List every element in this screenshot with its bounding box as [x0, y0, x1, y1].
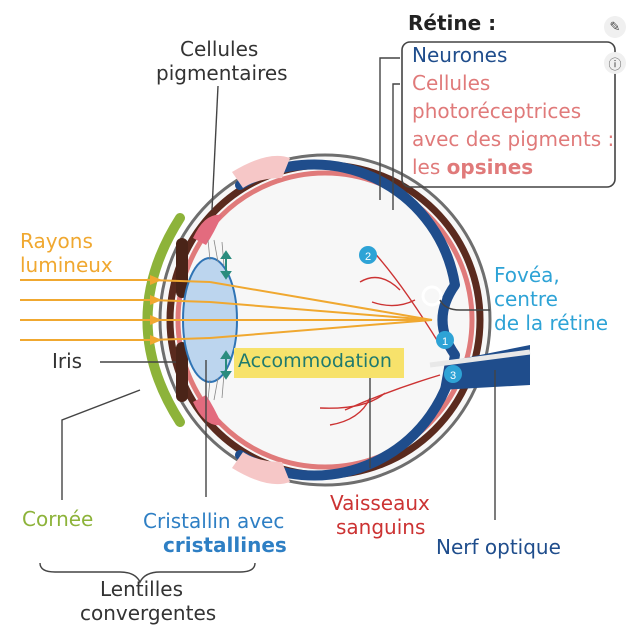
marker-2 — [359, 246, 377, 264]
marker-1-label: 1 — [442, 336, 448, 348]
accommodation-label: Accommodation — [238, 350, 392, 372]
cellules-pigmentaires-line2: pigmentaires — [156, 61, 288, 85]
optic-nerve-sheath — [429, 349, 531, 368]
vaisseaux-label-line2: sanguins — [336, 515, 426, 539]
opsines-label: opsines — [446, 155, 534, 179]
marker-3-label: 3 — [450, 370, 456, 382]
retina-legend-box — [401, 41, 616, 188]
photoreceptor-label-prefix: les — [412, 155, 447, 179]
ciliary-muscle-bottom — [193, 395, 222, 426]
cornee-label: Cornée — [22, 507, 94, 531]
fovea-label-line1: Fovéa, — [494, 263, 560, 287]
lentilles-label-line2: convergentes — [80, 601, 217, 625]
fovea-pit — [437, 282, 460, 358]
rayons-label-line2: lumineux — [20, 253, 113, 277]
accommodation-arrows — [220, 250, 232, 380]
marker-3 — [444, 365, 462, 383]
fovea-marker — [421, 285, 443, 307]
rayons-label-line1: Rayons — [20, 229, 93, 253]
ciliary-body-bottom — [232, 452, 290, 485]
iris-bottom — [176, 342, 188, 402]
cristallin-label-line1: Cristallin avec — [143, 509, 285, 533]
iris-label: Iris — [52, 349, 83, 373]
photoreceptor-label-line2: photoréceptrices — [412, 99, 582, 123]
cellules-pigmentaires-line1: Cellules — [180, 37, 259, 61]
vaisseaux-label-line1: Vaisseaux — [330, 491, 430, 515]
fovea-label-line3: de la rétine — [494, 311, 608, 335]
photoreceptor-label-line1: Cellules — [412, 71, 491, 95]
cristallin-label-line2: cristallines — [163, 533, 287, 557]
neurones-label: Neurones — [412, 43, 508, 67]
light-ray-arrowheads — [150, 275, 162, 345]
fovea-label-line2: centre — [494, 287, 558, 311]
zonule-fibers — [207, 239, 225, 401]
photoreceptor-label-line3: avec des pigments : — [412, 127, 615, 151]
marker-2-label: 2 — [365, 251, 371, 263]
photoreceptor-label-line4: les opsines — [412, 155, 534, 180]
pencil-icon[interactable]: ✎ — [604, 16, 626, 38]
marker-1 — [436, 331, 454, 349]
accommodation-highlight — [234, 348, 404, 378]
retine-title: Rétine : — [408, 11, 497, 35]
ciliary-muscle-top — [193, 214, 222, 245]
iris-top — [176, 238, 188, 298]
lentilles-label-line1: Lentilles — [100, 577, 184, 601]
info-icon[interactable]: ⓘ — [604, 52, 626, 74]
leader-lines — [39, 57, 496, 584]
nerf-optique-label: Nerf optique — [436, 535, 561, 559]
ciliary-body-top — [232, 155, 290, 188]
